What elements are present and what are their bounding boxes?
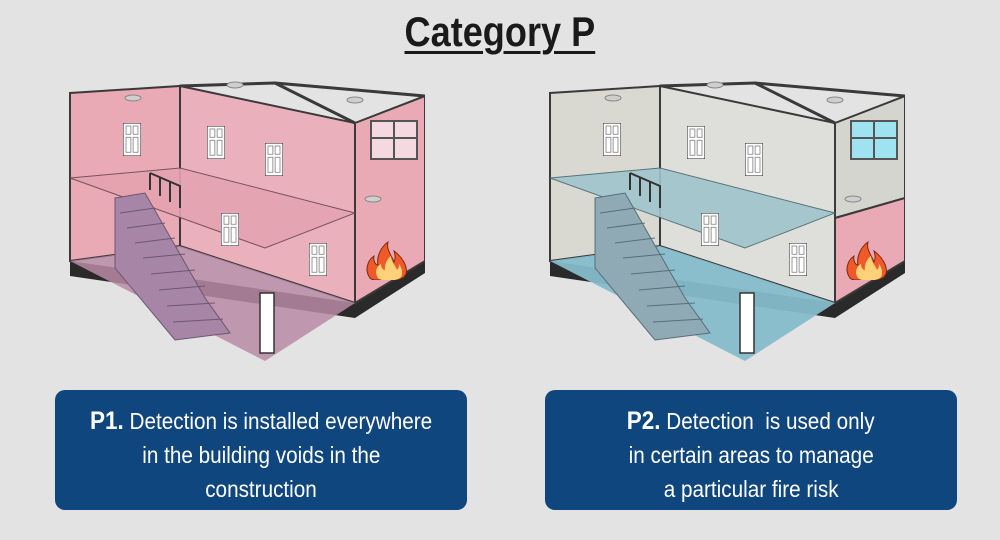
door-icon — [123, 123, 141, 156]
page-title: Category P — [0, 8, 1000, 56]
stair-railing — [629, 172, 661, 208]
door-icon — [221, 213, 239, 246]
roof-partition-2 — [274, 81, 425, 98]
door-icon — [207, 126, 225, 159]
door-icon — [789, 243, 807, 276]
title-text: Category P — [404, 8, 596, 55]
door-icon — [745, 143, 763, 176]
door-icon — [603, 123, 621, 156]
caption-line: a particular fire risk — [663, 476, 839, 502]
building-illustration-p1 — [69, 81, 425, 361]
caption-line: Detection is used only — [666, 408, 875, 434]
roof-partition-2 — [754, 81, 905, 98]
door-icon — [259, 292, 275, 354]
window-icon — [370, 120, 418, 160]
caption-line: construction — [205, 476, 317, 502]
building-illustration-p2 — [549, 81, 905, 361]
detector-icon — [604, 81, 862, 203]
door-icon — [701, 213, 719, 246]
staircase — [114, 192, 231, 341]
stair-railing — [149, 172, 181, 208]
door-icon — [265, 143, 283, 176]
door-icon — [309, 243, 327, 276]
caption-line: in the building voids in the — [141, 442, 381, 468]
window-icon — [850, 120, 898, 160]
upper-floor — [549, 167, 837, 249]
caption-card-p1: P1. Detection is installed everywhere in… — [55, 390, 467, 510]
door-icon — [739, 292, 755, 354]
panel-code: P1. — [89, 407, 124, 435]
detector-icon — [124, 81, 382, 203]
panel-code: P2. — [627, 407, 661, 435]
staircase — [594, 192, 711, 341]
caption-line: Detection is installed everywhere — [129, 408, 433, 434]
caption-card-p2: P2. Detection is used only in certain ar… — [545, 390, 957, 510]
door-icon — [687, 126, 705, 159]
caption-line: in certain areas to manage — [628, 442, 874, 468]
upper-floor — [69, 167, 357, 249]
